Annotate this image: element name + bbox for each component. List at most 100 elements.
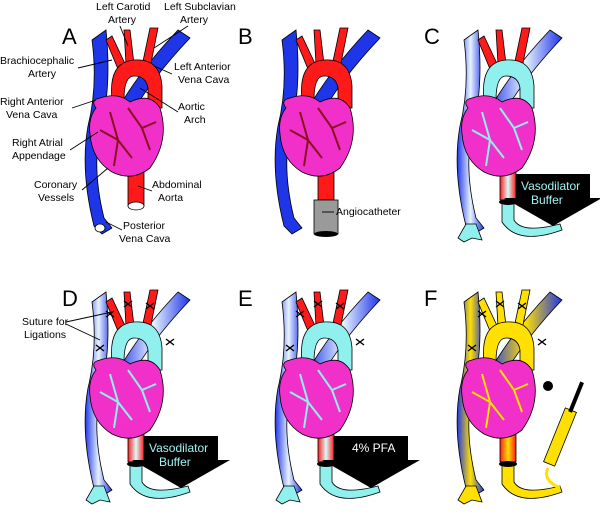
label-left-carotid-line1: Left Carotid: [96, 1, 150, 13]
panel-d: [84, 289, 191, 505]
label-aortic-arch-line2: Arch: [184, 114, 206, 126]
suture-ligation-3: [105, 310, 115, 318]
leader-aortic-arch: [139, 87, 179, 113]
label-left-carotid-line2: Artery: [108, 14, 137, 26]
arrow-text-e-line1: 4% PFA: [352, 441, 395, 455]
left-carotid-artery: [123, 29, 135, 65]
venous-outflow: [457, 223, 483, 243]
leader-posterior-vc: [105, 221, 123, 231]
coronary-vessel-5: [471, 391, 491, 403]
suture-ligation-5: [537, 338, 547, 346]
suture-ligation-4: [285, 344, 295, 352]
suture-ligation-3: [295, 310, 305, 318]
heart: [279, 95, 354, 177]
label-left-anterior-vc-line1: Left Anterior: [174, 61, 231, 73]
leader-brachiocephalic: [77, 59, 113, 69]
coronary-vessel-5: [289, 391, 309, 403]
syringe-line: [545, 467, 561, 490]
coronary-vessel-2: [489, 139, 505, 159]
leader-suture-2: [65, 323, 101, 341]
aorta-opening: [127, 201, 145, 211]
coronary-vessel-2: [307, 139, 323, 159]
coronary-vessel-4: [513, 383, 529, 391]
label-left-subclavian-line1: Left Subclavian: [164, 1, 236, 13]
label-suture-line1: Suture for: [22, 316, 69, 328]
coronary-vessel-4: [141, 383, 157, 391]
label-brachiocephalic-line2: Artery: [28, 68, 57, 80]
angiocatheter-ring: [314, 231, 338, 237]
arrow-c: [504, 174, 600, 226]
label-left-subclavian-line2: Artery: [180, 14, 209, 26]
perfusion-tube: [501, 461, 563, 499]
suture-ligation-2: [335, 302, 345, 310]
coronary-vessel-5: [289, 129, 309, 141]
panel-letter-c: C: [424, 24, 440, 49]
perfusion-tube: [319, 461, 381, 499]
suture-ligation-3: [477, 310, 487, 318]
coronary-vessel-2: [307, 401, 323, 421]
heart: [461, 95, 536, 177]
label-suture-line2: Ligations: [24, 329, 66, 341]
heart: [461, 357, 536, 439]
leader-carotid: [119, 25, 129, 47]
label-right-anterior-vc-line1: Right Anterior: [0, 96, 64, 108]
label-left-anterior-vc-line2: Vena Cava: [178, 74, 230, 86]
arrow-text-d-line1: Vasodilator: [149, 441, 208, 455]
label-abdominal-line1: Abdominal: [152, 179, 202, 191]
label-aortic-arch-line1: Aortic: [178, 101, 205, 113]
perfusion-tube: [129, 461, 191, 499]
panel-letter-a: A: [62, 24, 77, 49]
heart: [89, 357, 164, 439]
label-coronary-line1: Coronary: [34, 179, 78, 191]
leader-abdominal: [137, 185, 153, 192]
heart: [279, 357, 354, 439]
panel-letter-d: D: [62, 286, 78, 311]
coronary-vessel-4: [513, 121, 529, 129]
arrow-d: [132, 436, 230, 488]
label-angiocatheter: Angiocatheter: [336, 206, 401, 218]
suture-ligation-1: [123, 300, 133, 308]
suture-ligation-2: [145, 302, 155, 310]
heart: [89, 95, 164, 177]
coronary-vessel-2: [489, 401, 505, 421]
label-coronary-line2: Vessels: [38, 192, 74, 204]
left-carotid-artery: [495, 29, 507, 65]
suture-ligation-5: [355, 338, 365, 346]
coronary-vessel-4: [141, 121, 157, 129]
leader-left-vc: [153, 65, 173, 75]
leader-subclavian: [153, 25, 189, 49]
arrow-text-d-line2: Buffer: [159, 455, 191, 469]
suture-ligation-5: [165, 338, 175, 346]
label-posterior-vc-line1: Posterior: [123, 220, 166, 232]
perfusion-tube: [501, 199, 563, 237]
venous-outflow: [275, 485, 301, 505]
panel-b: [274, 27, 381, 237]
label-abdominal-line2: Aorta: [158, 192, 183, 204]
leader-right-atrial: [69, 131, 99, 151]
label-right-anterior-vc-line2: Vena Cava: [6, 109, 58, 121]
suture-ligation-1: [313, 300, 323, 308]
panel-e: [274, 289, 381, 505]
syringe-plunger: [568, 381, 584, 413]
arrow-text-c-line2: Buffer: [531, 193, 563, 207]
arrow-text-c-line1: Vasodilator: [521, 179, 580, 193]
coronary-vessel-5: [99, 129, 119, 141]
suture-ligation-2: [517, 302, 527, 310]
suture-ligation-1: [495, 300, 505, 308]
leader-coronary: [81, 167, 109, 191]
tube-clamp: [499, 461, 517, 467]
panel-letter-e: E: [238, 286, 253, 311]
coronary-vessel-2: [117, 139, 133, 159]
leader-suture-1: [65, 311, 113, 323]
venous-outflow: [85, 485, 111, 505]
label-brachiocephalic-line1: Brachiocephalic: [0, 55, 74, 67]
coronary-vessel-4: [331, 383, 347, 391]
coronary-vessel-4: [331, 121, 347, 129]
panel-f: [456, 289, 584, 505]
coronary-vessel-5: [471, 129, 491, 141]
label-right-atrial-line2: Appendage: [12, 150, 66, 162]
left-carotid-artery: [495, 291, 507, 327]
syringe-plunger-cap: [543, 381, 553, 391]
suture-ligation-4: [95, 344, 105, 352]
